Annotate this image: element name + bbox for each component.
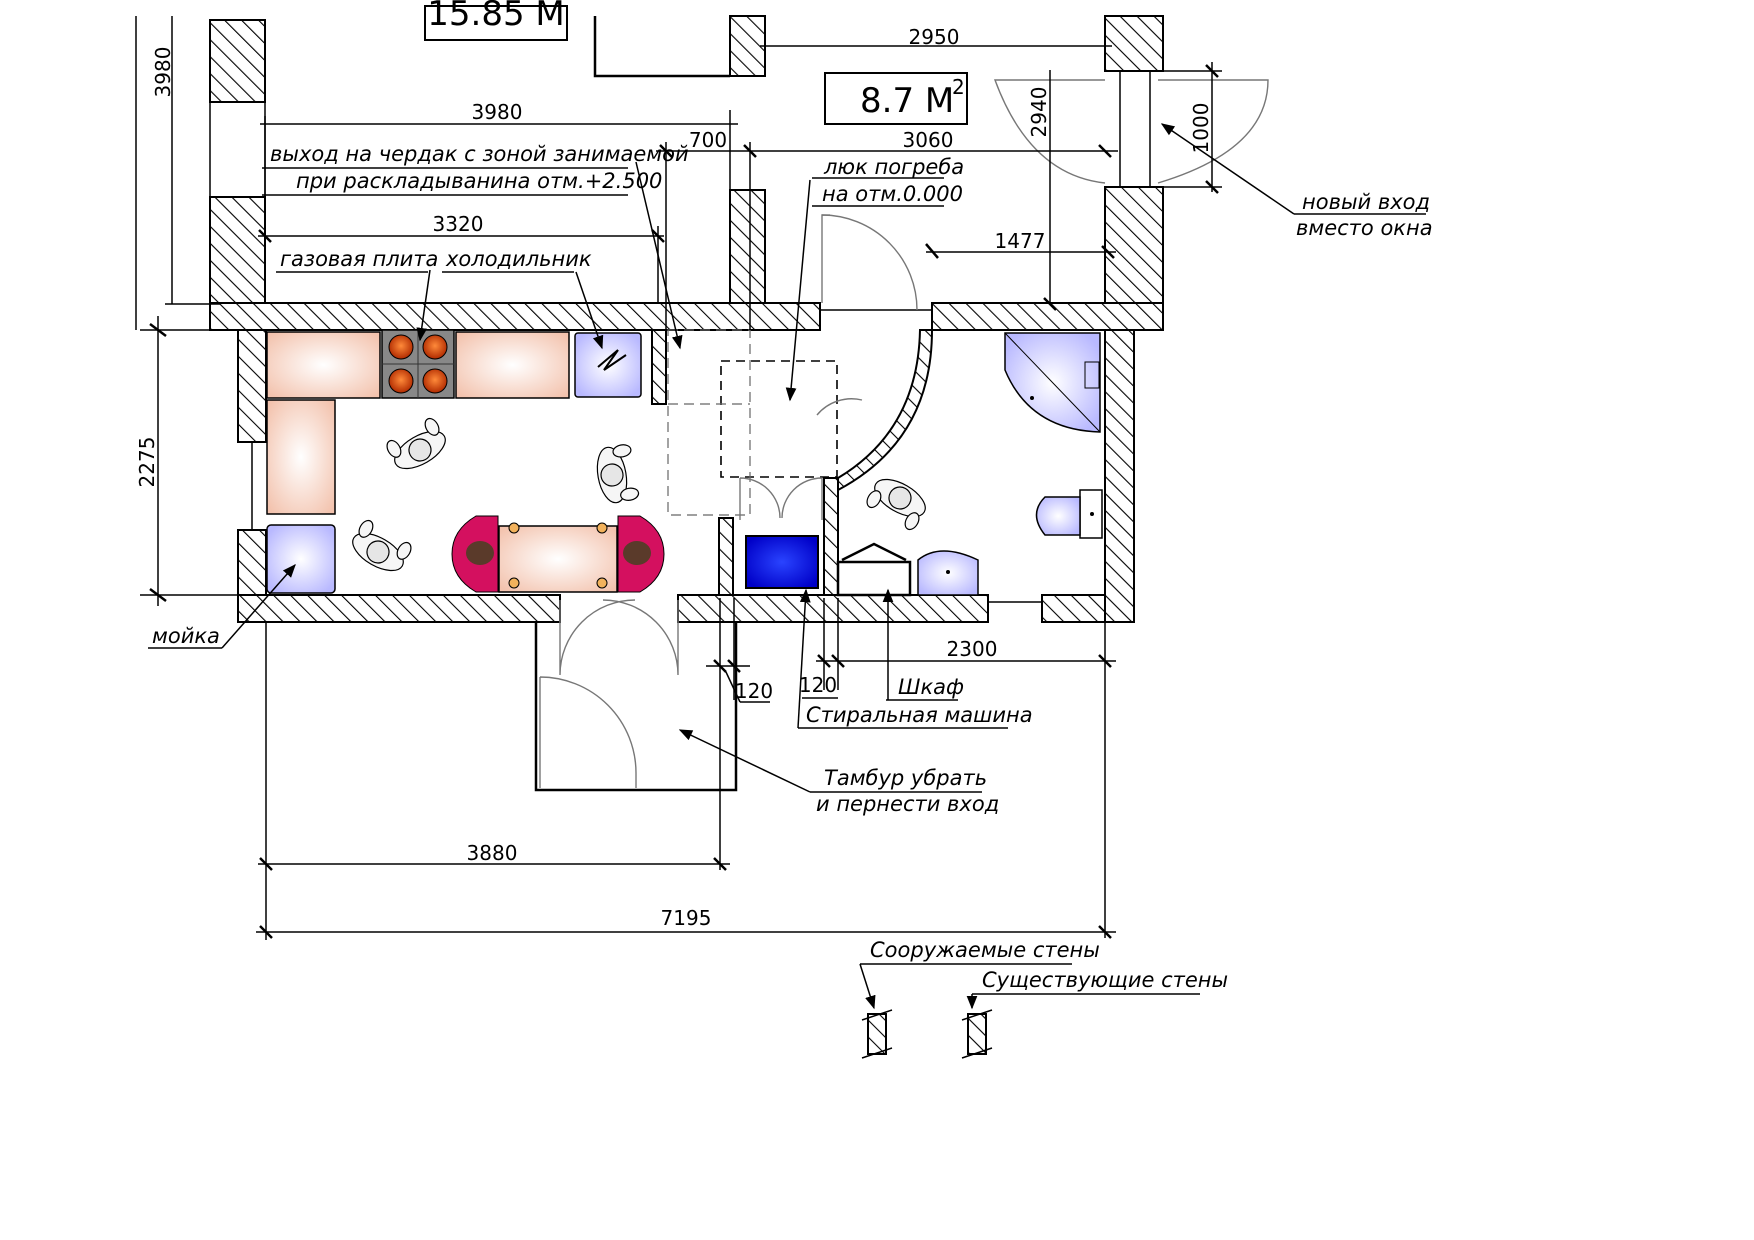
- cellar-label-line1: люк погреба: [823, 155, 964, 179]
- upper-walls: [209, 15, 1164, 331]
- legend-new-walls: Сооружаемые стены: [870, 938, 1100, 962]
- person-figure: [352, 519, 412, 572]
- cabinet: [836, 542, 912, 597]
- dim-1477: 1477: [995, 229, 1046, 253]
- dim-3320: 3320: [433, 212, 484, 236]
- legend-new-wall-swatch: [867, 1013, 887, 1055]
- dim-2950: 2950: [909, 25, 960, 49]
- area-sup: 2: [952, 75, 965, 99]
- shower: [1004, 332, 1101, 433]
- area-label-small: 8.7 М: [860, 81, 954, 121]
- leader-lines: [148, 123, 1426, 793]
- toilet: [1035, 489, 1103, 539]
- dining-table: [451, 515, 665, 593]
- sink: [266, 524, 336, 594]
- dim-1000: 1000: [1189, 103, 1213, 154]
- dim-120-left: 120: [735, 679, 773, 703]
- person-figure: [386, 417, 446, 470]
- dimension-lines: [135, 16, 1222, 940]
- dim-2300: 2300: [947, 637, 998, 661]
- vestibule-label-line2: и пернести вход: [816, 792, 999, 816]
- cellar-hatch: [667, 329, 863, 520]
- legend-existing-walls: Существующие стены: [982, 968, 1228, 992]
- dim-2940: 2940: [1027, 87, 1051, 138]
- new-entry-label-line1: новый вход: [1302, 190, 1430, 214]
- lower-walls: [237, 329, 1135, 623]
- vestibule: [534, 599, 738, 792]
- cabinet-label: Шкаф: [898, 675, 964, 699]
- legend: Сооружаемые стены Существующие стены: [859, 938, 1228, 1059]
- dim-3980-horizontal: 3980: [472, 100, 523, 124]
- attic-label-line2: при раскладыванина отм.+2.500: [296, 169, 662, 193]
- attic-label-line1: выход на чердак с зоной занимаемой: [270, 142, 689, 166]
- dim-3060: 3060: [903, 128, 954, 152]
- dim-2275: 2275: [135, 437, 159, 488]
- washing-machine: [745, 535, 819, 589]
- dim-3880: 3880: [467, 841, 518, 865]
- area-box-small: 8.7 М 2: [824, 72, 968, 125]
- kitchen-counter: [266, 331, 570, 515]
- sink-label: мойка: [152, 624, 220, 648]
- person-figure: [866, 478, 926, 531]
- vestibule-label-line1: Тамбур убрать: [824, 766, 987, 790]
- area-box-top: 15.85 М: [424, 0, 730, 78]
- fridge: [574, 332, 642, 398]
- people: [352, 417, 926, 572]
- gas-stove: [381, 329, 455, 399]
- person-figure: [596, 444, 640, 504]
- cellar-label-line2: на отм.0.000: [822, 182, 963, 206]
- washer-label: Стиральная машина: [806, 703, 1033, 727]
- gas-stove-label: газовая плита: [280, 247, 438, 271]
- fridge-label: холодильник: [445, 247, 592, 271]
- area-label-top: 15.85 М: [427, 0, 564, 34]
- dim-7195: 7195: [661, 906, 712, 930]
- dim-120-right: 120: [799, 673, 837, 697]
- dim-700: 700: [689, 128, 727, 152]
- bathroom-sink: [917, 550, 979, 596]
- new-entry-label-line2: вместо окна: [1296, 216, 1433, 240]
- upper-doors: [821, 79, 1269, 311]
- legend-existing-wall-swatch: [967, 1013, 987, 1055]
- dim-3980-vertical: 3980: [151, 47, 175, 98]
